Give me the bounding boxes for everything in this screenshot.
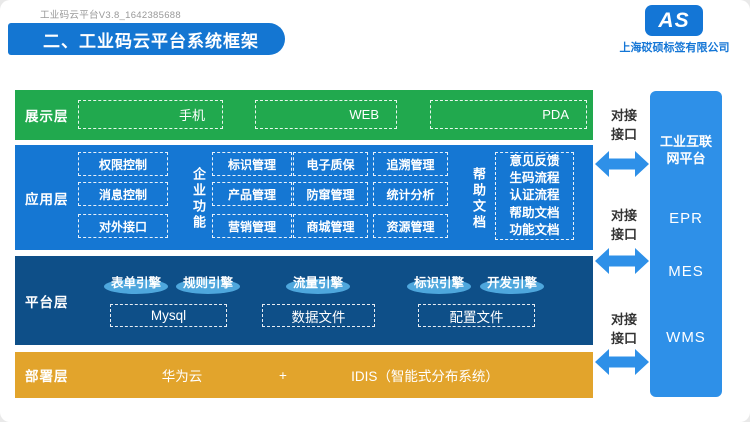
- app-box-product-mgmt: 产品管理: [212, 182, 292, 206]
- interface-label-line1: 对接: [610, 312, 637, 327]
- external-wms: WMS: [666, 329, 706, 346]
- app-box-identity-mgmt: 标识管理: [212, 152, 292, 176]
- engine-pill-shape: [104, 279, 168, 294]
- engine-pill-shape: [480, 279, 544, 294]
- layer-platform: 平台层 表单引擎 规则引擎 流量引擎 标识引擎 开发引擎 Mysql 数据文件 …: [15, 256, 593, 345]
- external-systems-column: 工业互联网平台 EPR MES WMS: [650, 91, 722, 397]
- interface-label-line2: 接口: [610, 331, 637, 346]
- engine-pill-shape: [407, 279, 471, 294]
- help-docs-box: 意见反馈 生码流程 认证流程 帮助文档 功能文档: [495, 152, 574, 240]
- engine-flow: 流量引擎: [285, 272, 351, 294]
- interface-label-3: 对接 接口: [603, 310, 645, 348]
- help-item-help-doc: 帮助文档: [509, 205, 560, 220]
- deployment-plus-sign: +: [279, 367, 287, 383]
- app-box-permission-control: 权限控制: [78, 152, 168, 176]
- app-box-mall-mgmt: 商城管理: [293, 214, 368, 238]
- company-logo: AS: [645, 5, 703, 36]
- engine-identity-label: 标识引擎: [413, 276, 464, 290]
- enterprise-functions-label: 企业功能: [191, 167, 206, 231]
- help-item-cert-flow: 认证流程: [509, 188, 560, 203]
- external-iiot-platform: 工业互联网平台: [659, 134, 712, 166]
- interface-label-line2: 接口: [610, 227, 637, 242]
- interface-label-2: 对接 接口: [603, 206, 645, 244]
- engine-pill-shape: [176, 279, 240, 294]
- layer-application: 应用层 权限控制 消息控制 对外接口 企业功能 标识管理 产品管理 营销管理 电…: [15, 145, 593, 250]
- app-box-resource-mgmt: 资源管理: [373, 214, 448, 238]
- engine-rule-label: 规则引擎: [182, 276, 233, 290]
- engine-pill-shape: [286, 279, 350, 294]
- engine-rule: 规则引擎: [175, 272, 241, 294]
- help-item-function-doc: 功能文档: [509, 222, 560, 237]
- engine-dev-label: 开发引擎: [486, 276, 537, 290]
- interface-label-line1: 对接: [610, 208, 637, 223]
- layer-label-platform: 平台层: [25, 294, 69, 310]
- deployment-idis: IDIS（智能式分布系统）: [351, 369, 499, 384]
- interface-label-line2: 接口: [610, 127, 637, 142]
- layer-deployment: 部署层 华为云 + IDIS（智能式分布系统）: [15, 352, 593, 398]
- double-arrow-icon: [595, 150, 649, 178]
- presentation-item-pda: PDA: [430, 100, 587, 129]
- app-box-statistics: 统计分析: [373, 182, 448, 206]
- interface-label-line1: 对接: [610, 108, 637, 123]
- document-version-text: 工业码云平台V3.8_1642385688: [40, 10, 181, 21]
- presentation-item-web: WEB: [255, 100, 397, 129]
- double-arrow-icon: [595, 247, 649, 275]
- engine-dev: 开发引擎: [479, 272, 545, 294]
- app-box-anticounterfeit-mgmt: 防窜管理: [293, 182, 368, 206]
- double-arrow-icon: [595, 348, 649, 376]
- engine-form: 表单引擎: [103, 272, 169, 294]
- engine-identity: 标识引擎: [406, 272, 472, 294]
- app-box-external-interface: 对外接口: [78, 214, 168, 238]
- store-config-files: 配置文件: [418, 304, 535, 327]
- slide-title: 二、工业码云平台系统框架: [8, 23, 285, 55]
- presentation-item-mobile: 手机: [78, 100, 223, 129]
- app-box-ewarranty: 电子质保: [293, 152, 368, 176]
- engine-flow-label: 流量引擎: [292, 276, 343, 290]
- layer-label-application: 应用层: [25, 191, 69, 207]
- deployment-huawei-cloud: 华为云: [161, 369, 203, 384]
- engine-form-label: 表单引擎: [110, 276, 161, 290]
- company-name: 上海砹硕标签有限公司: [619, 42, 730, 54]
- store-data-files: 数据文件: [262, 304, 375, 327]
- help-item-code-flow: 生码流程: [509, 171, 560, 186]
- external-mes: MES: [668, 263, 704, 280]
- app-box-trace-mgmt: 追溯管理: [373, 152, 448, 176]
- layer-presentation: 展示层 手机 WEB PDA: [15, 90, 593, 140]
- help-docs-label: 帮助文档: [471, 167, 486, 231]
- layer-label-presentation: 展示层: [25, 109, 69, 124]
- store-mysql: Mysql: [110, 304, 227, 327]
- app-box-marketing-mgmt: 营销管理: [212, 214, 292, 238]
- help-item-feedback: 意见反馈: [509, 154, 560, 168]
- app-box-message-control: 消息控制: [78, 182, 168, 206]
- layer-label-deployment: 部署层: [25, 369, 69, 384]
- interface-label-1: 对接 接口: [603, 106, 645, 144]
- external-epr: EPR: [669, 210, 703, 227]
